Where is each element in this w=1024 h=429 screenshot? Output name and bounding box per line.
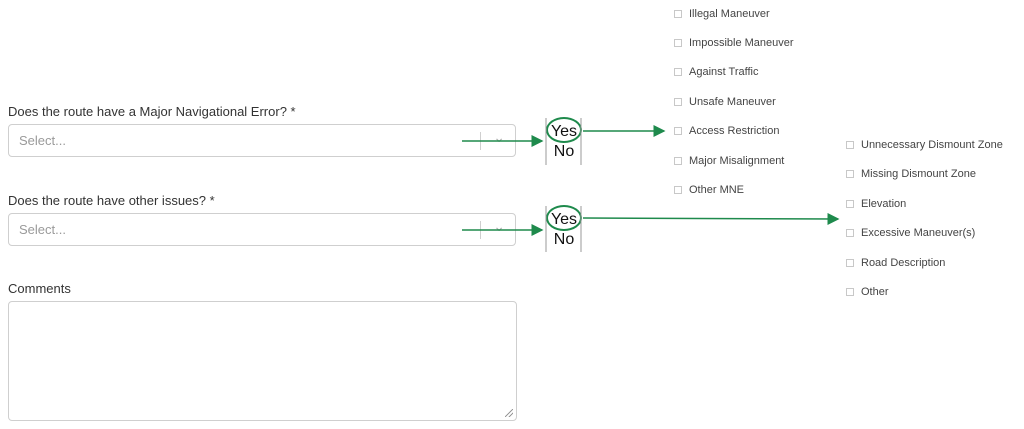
option-unnecessary-dismount-zone[interactable]: Unnecessary Dismount Zone <box>846 139 1003 151</box>
other-issues-select-placeholder: Select... <box>19 222 66 237</box>
mne-question-label: Does the route have a Major Navigational… <box>8 104 296 119</box>
option-label: Excessive Maneuver(s) <box>861 227 976 239</box>
option-against-traffic[interactable]: Against Traffic <box>674 66 759 78</box>
option-label: Illegal Maneuver <box>689 8 770 20</box>
option-illegal-maneuver[interactable]: Illegal Maneuver <box>674 8 770 20</box>
checkbox-icon[interactable] <box>674 10 682 18</box>
option-label: Unnecessary Dismount Zone <box>861 139 1003 151</box>
option-elevation[interactable]: Elevation <box>846 198 906 210</box>
checkbox-icon[interactable] <box>846 170 854 178</box>
checkbox-icon[interactable] <box>674 68 682 76</box>
option-label: Missing Dismount Zone <box>861 168 976 180</box>
option-label: Access Restriction <box>689 125 780 137</box>
option-excessive-maneuvers[interactable]: Excessive Maneuver(s) <box>846 227 975 239</box>
resize-grip-icon[interactable] <box>505 409 513 417</box>
option-label: Other <box>861 286 889 298</box>
other-issues-question-label: Does the route have other issues? * <box>8 193 215 208</box>
other-issues-select[interactable]: Select... ⌄ <box>8 213 516 246</box>
option-label: Against Traffic <box>689 66 759 78</box>
checkbox-icon[interactable] <box>846 229 854 237</box>
option-other[interactable]: Other <box>846 286 889 298</box>
chevron-down-icon[interactable]: ⌄ <box>493 129 505 145</box>
checkbox-icon[interactable] <box>846 200 854 208</box>
checkbox-icon[interactable] <box>674 98 682 106</box>
option-major-misalignment[interactable]: Major Misalignment <box>674 155 784 167</box>
option-label: Other MNE <box>689 184 745 196</box>
mne-select-placeholder: Select... <box>19 133 66 148</box>
option-label: Unsafe Maneuver <box>689 96 776 108</box>
checkbox-icon[interactable] <box>846 141 854 149</box>
option-impossible-maneuver[interactable]: Impossible Maneuver <box>674 37 794 49</box>
checkbox-icon[interactable] <box>674 39 682 47</box>
option-label: Elevation <box>861 198 907 210</box>
option-unsafe-maneuver[interactable]: Unsafe Maneuver <box>674 96 776 108</box>
option-label: Road Description <box>861 257 946 269</box>
checkbox-icon[interactable] <box>674 157 682 165</box>
option-missing-dismount-zone[interactable]: Missing Dismount Zone <box>846 168 976 180</box>
checkbox-icon[interactable] <box>674 186 682 194</box>
option-label: Impossible Maneuver <box>689 37 794 49</box>
option-other-mne[interactable]: Other MNE <box>674 184 744 196</box>
comments-label: Comments <box>8 281 71 296</box>
option-access-restriction[interactable]: Access Restriction <box>674 125 779 137</box>
other-issues-no-option: No <box>553 231 575 248</box>
option-label: Major Misalignment <box>689 155 785 167</box>
other-issues-yes-no-annotation: Yes No <box>544 205 584 249</box>
mne-no-option: No <box>553 143 575 160</box>
arrow-yes-to-other-options <box>582 212 840 225</box>
mne-yes-no-annotation: Yes No <box>544 117 584 161</box>
checkbox-icon[interactable] <box>846 259 854 267</box>
chevron-down-icon[interactable]: ⌄ <box>493 218 505 234</box>
checkbox-icon[interactable] <box>674 127 682 135</box>
comments-textarea[interactable] <box>8 301 517 421</box>
option-road-description[interactable]: Road Description <box>846 257 945 269</box>
checkbox-icon[interactable] <box>846 288 854 296</box>
